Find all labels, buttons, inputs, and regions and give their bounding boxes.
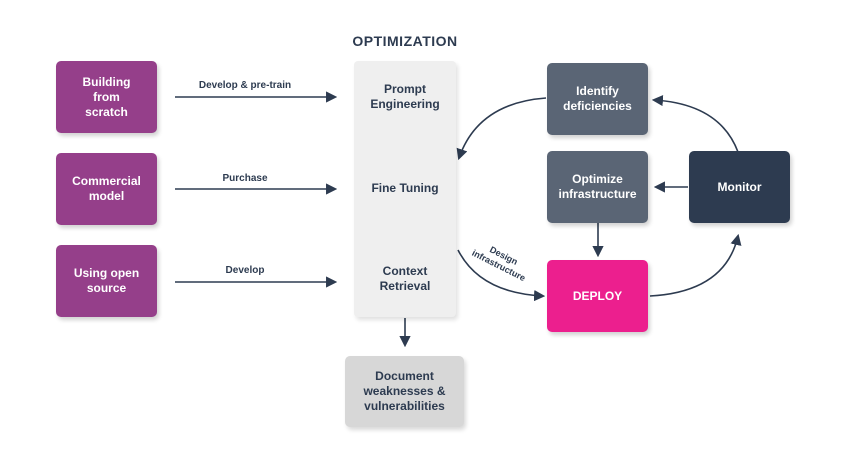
purchase-label: Purchase <box>222 173 268 184</box>
monitor-label: Monitor <box>717 179 762 194</box>
building-from-scratch-label: Building from scratch <box>82 74 131 119</box>
identify-deficiencies-label: Identify deficiencies <box>563 84 632 113</box>
develop-label: Develop <box>225 265 265 276</box>
document-weaknesses-box: Document weaknesses & vulnerabilities <box>345 356 464 427</box>
monitor-box: Monitor <box>689 151 790 223</box>
using-open-source-label: Using open source <box>73 266 140 295</box>
optimize-infrastructure-box: Optimize infrastructure <box>547 151 648 223</box>
arrow-monitor-to-identify <box>651 94 739 153</box>
commercial-model-label: Commercial model <box>72 174 141 203</box>
commercial-model-box: Commercial model <box>56 153 157 225</box>
using-open-source-box: Using open source <box>56 245 157 317</box>
building-from-scratch-box: Building from scratch <box>56 61 157 133</box>
arrow-design-to-deploy <box>457 249 546 302</box>
deploy-label: DEPLOY <box>572 288 623 303</box>
identify-deficiencies-box: Identify deficiencies <box>547 63 648 135</box>
optimize-infrastructure-label: Optimize infrastructure <box>558 172 637 201</box>
document-weaknesses-label: Document weaknesses & vulnerabilities <box>363 369 446 413</box>
arrow-identify-to-optimization <box>456 97 547 161</box>
prompt-engineering-label: Prompt Engineering <box>370 82 440 111</box>
context-retrieval-label: Context Retrieval <box>379 264 431 293</box>
arrow-deploy-to-monitor <box>649 233 742 297</box>
optimization-title: OPTIMIZATION <box>352 33 458 49</box>
deploy-box: DEPLOY <box>547 260 648 332</box>
develop-pretrain-label: Develop & pre-train <box>198 80 292 91</box>
fine-tuning-label: Fine Tuning <box>371 181 439 195</box>
optimization-column <box>354 61 456 317</box>
